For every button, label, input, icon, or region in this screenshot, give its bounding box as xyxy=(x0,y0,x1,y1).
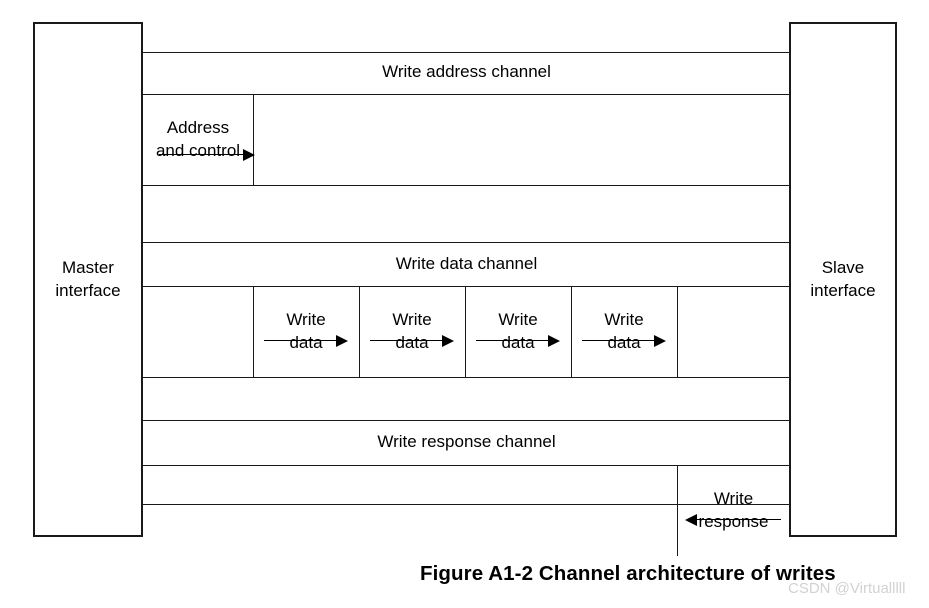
write-response-label: Write response xyxy=(698,489,769,531)
slave-interface-box: Slave interface xyxy=(789,22,897,537)
arrow-shaft xyxy=(370,340,443,341)
arrow-head xyxy=(442,335,454,347)
address-cell-divider xyxy=(253,94,254,185)
grid-line-data-title-top xyxy=(143,242,790,243)
grid-line-addr-cell-top xyxy=(143,94,790,95)
arrow-head xyxy=(336,335,348,347)
arrow-shaft xyxy=(264,340,337,341)
grid-line-resp-cell-top xyxy=(143,465,790,466)
csdn-watermark: CSDN @Virtualllll xyxy=(788,580,906,597)
arrow-shaft xyxy=(159,154,244,155)
write-address-arrow xyxy=(159,149,255,161)
write-data-arrow-4 xyxy=(582,335,666,347)
write-response-channel-title: Write response channel xyxy=(377,432,556,451)
grid-line-data-cell-top xyxy=(143,286,790,287)
data-cell-divider-3 xyxy=(465,286,466,377)
data-cell-divider-2 xyxy=(359,286,360,377)
master-interface-label: Master interface xyxy=(55,257,121,300)
write-data-arrow-2 xyxy=(370,335,454,347)
write-response-cell: Write response xyxy=(677,465,790,556)
arrow-shaft xyxy=(476,340,549,341)
write-data-label-4: Write data xyxy=(604,310,644,352)
grid-line-bottom xyxy=(143,504,790,505)
arrow-head xyxy=(685,514,697,526)
write-data-cell-2: Write data xyxy=(359,286,465,377)
figure-caption: Figure A1-2 Channel architecture of writ… xyxy=(420,562,836,585)
data-cell-divider-4 xyxy=(571,286,572,377)
grid-line-data-cell-bottom xyxy=(143,377,790,378)
write-data-arrow-1 xyxy=(264,335,348,347)
grid-line-addr-cell-bottom xyxy=(143,185,790,186)
slave-interface-label: Slave interface xyxy=(810,257,876,300)
arrow-shaft xyxy=(582,340,655,341)
write-address-channel-title: Write address channel xyxy=(382,62,551,81)
data-cell-divider-1 xyxy=(253,286,254,377)
arrow-head xyxy=(654,335,666,347)
master-interface-box: Master interface xyxy=(33,22,143,537)
data-cell-divider-5 xyxy=(677,286,678,377)
address-and-control-cell: Address and control xyxy=(143,94,253,185)
write-data-label-1: Write data xyxy=(286,310,326,352)
arrow-head xyxy=(243,149,255,161)
grid-line-resp-title-top xyxy=(143,420,790,421)
write-data-channel-title: Write data channel xyxy=(395,254,538,273)
write-data-arrow-3 xyxy=(476,335,560,347)
write-data-label-2: Write data xyxy=(392,310,432,352)
write-response-arrow xyxy=(685,514,781,526)
channel-grid: Write address channel Address and contro… xyxy=(143,52,790,556)
write-data-label-3: Write data xyxy=(498,310,538,352)
write-data-cell-4: Write data xyxy=(571,286,677,377)
response-cell-divider xyxy=(677,465,678,556)
arrow-head xyxy=(548,335,560,347)
arrow-shaft xyxy=(696,519,781,520)
write-data-cell-3: Write data xyxy=(465,286,571,377)
grid-line-top xyxy=(143,52,790,53)
write-data-cell-1: Write data xyxy=(253,286,359,377)
